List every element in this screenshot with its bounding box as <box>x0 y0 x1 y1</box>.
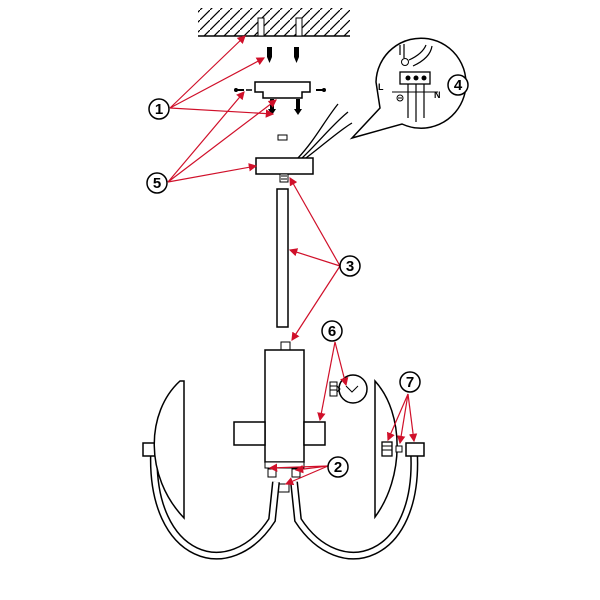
arm-right <box>290 442 425 560</box>
canopy <box>255 157 314 183</box>
ceiling <box>198 8 350 37</box>
svg-text:3: 3 <box>346 258 354 275</box>
callout-6: 6 <box>321 320 343 342</box>
svg-text:7: 7 <box>406 374 414 391</box>
callout-1: 1 <box>148 98 170 120</box>
supply-wires <box>297 103 353 159</box>
svg-text:4: 4 <box>454 77 463 94</box>
svg-text:1: 1 <box>155 101 163 118</box>
callout-2: 2 <box>327 456 349 478</box>
shade-left <box>153 380 185 520</box>
bulb <box>329 374 368 404</box>
extension-rod <box>276 188 289 328</box>
svg-text:5: 5 <box>153 175 161 192</box>
mounting-bracket <box>234 81 326 141</box>
live-label: L <box>378 82 384 92</box>
wall-anchors <box>267 47 299 63</box>
bulb-holder-hardware <box>381 441 403 457</box>
leader-lines <box>167 35 418 486</box>
lamp-body <box>233 341 326 493</box>
callout-3: 3 <box>339 255 361 277</box>
callout-7: 7 <box>399 371 421 393</box>
callout-4: 4 <box>447 74 469 96</box>
callout-5: 5 <box>146 172 168 194</box>
svg-text:2: 2 <box>334 459 342 476</box>
svg-text:6: 6 <box>328 323 336 340</box>
neutral-label: N <box>434 90 441 100</box>
wiring-detail: L N <box>349 37 467 140</box>
